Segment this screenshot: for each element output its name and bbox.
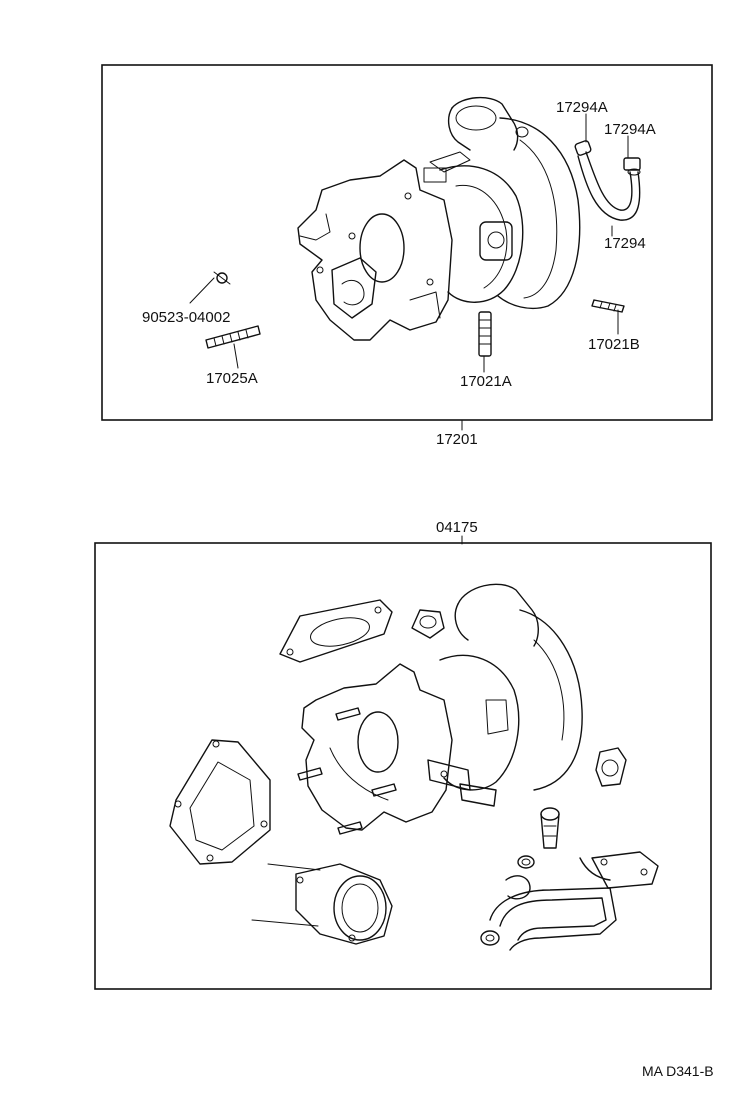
turbocharger-bottom-drawing bbox=[297, 583, 583, 835]
banjo-bolt bbox=[540, 807, 560, 849]
small-gasket-right bbox=[595, 747, 627, 787]
exhaust-elbow bbox=[251, 863, 393, 945]
top-assembly-part-number: 17201 bbox=[436, 431, 478, 448]
stud-exhaust-part bbox=[205, 325, 261, 349]
top-assembly: 17294A 17294A 17294 90523-04002 17025A 1… bbox=[101, 64, 713, 448]
exhaust-gasket-large bbox=[169, 739, 271, 865]
callout-17025A: 17025A bbox=[206, 370, 258, 387]
turbocharger-top-drawing bbox=[297, 97, 581, 341]
callout-17021B: 17021B bbox=[588, 336, 640, 353]
bottom-assembly: 04175 bbox=[94, 519, 712, 990]
callout-17294A-right: 17294A bbox=[604, 121, 656, 138]
stud-right-part bbox=[591, 299, 625, 313]
hose-with-clamps bbox=[574, 140, 641, 221]
callout-17294A-left: 17294A bbox=[556, 99, 608, 116]
bottom-assembly-frame bbox=[94, 542, 712, 990]
oil-pipe bbox=[489, 851, 659, 951]
washers bbox=[480, 855, 535, 946]
diagram-code: MA D341-B bbox=[642, 1063, 714, 1079]
stud-center-part bbox=[478, 311, 492, 357]
callout-17021A: 17021A bbox=[460, 373, 512, 390]
nut-part bbox=[213, 271, 231, 285]
top-leader-lines bbox=[189, 113, 629, 431]
callout-17294: 17294 bbox=[604, 235, 646, 252]
flange-gasket-upper bbox=[279, 599, 393, 663]
bottom-assembly-part-number: 04175 bbox=[436, 519, 478, 536]
callout-90523-04002: 90523-04002 bbox=[142, 309, 230, 326]
small-gasket-top bbox=[411, 609, 445, 639]
top-assembly-frame bbox=[101, 64, 713, 421]
